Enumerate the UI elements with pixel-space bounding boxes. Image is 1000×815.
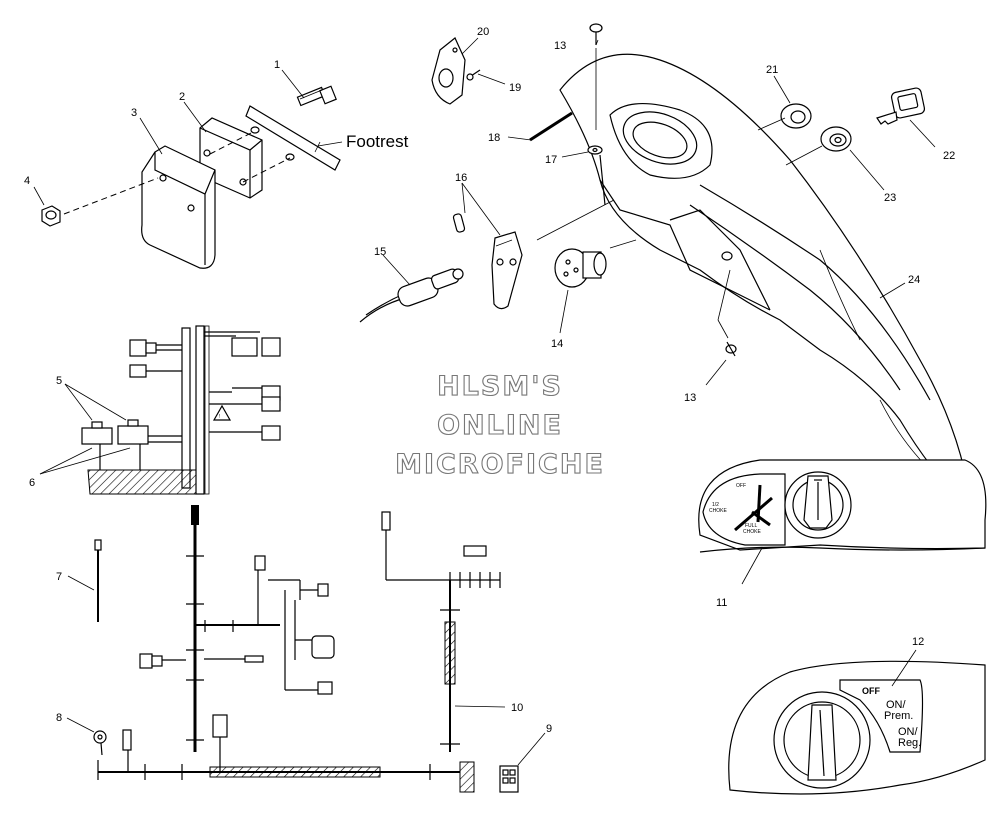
half-choke-label-line2: CHOKE <box>709 508 727 514</box>
key-on-reg-label-line2: Reg. <box>898 737 921 749</box>
rod-part-18 <box>529 111 573 142</box>
callout-4: 4 <box>24 175 30 187</box>
callout-8: 8 <box>56 712 62 724</box>
callout-14: 14 <box>551 338 563 350</box>
bolt-part-1 <box>296 85 337 107</box>
full-choke-label-line2: CHOKE <box>743 529 761 535</box>
callout-13-top: 13 <box>554 40 566 52</box>
grommet-part-23 <box>820 126 852 152</box>
screw-part-13-top <box>589 23 603 45</box>
half-choke-label-line1: 1/2 <box>712 502 719 508</box>
key-part-22 <box>876 87 926 125</box>
callout-15: 15 <box>374 246 386 258</box>
choke-cable-part-15 <box>359 268 464 323</box>
key-on-reg-label-line1: ON/ <box>898 726 919 738</box>
full-choke-label-line1: FULL <box>745 523 757 529</box>
grommet-part-21 <box>780 103 812 129</box>
callout-21: 21 <box>766 64 778 76</box>
callout-9: 9 <box>546 723 552 735</box>
choke-lever-part-16 <box>491 231 523 310</box>
ignition-switch-part-14 <box>554 248 607 288</box>
callout-24: 24 <box>908 274 920 286</box>
choke-panel-detail: OFF 1/2 CHOKE FULL CHOKE <box>698 459 987 585</box>
washer-part-17 <box>587 145 603 155</box>
screw-part-19 <box>466 69 481 81</box>
key-off-label: OFF <box>862 686 880 696</box>
callout-1: 1 <box>274 59 280 71</box>
footrest-label: Footrest <box>346 132 409 151</box>
ring-terminal-part-8 <box>93 730 107 756</box>
callout-20: 20 <box>477 26 489 38</box>
switch-parts <box>359 182 607 334</box>
mud-flap-part-3 <box>141 145 216 269</box>
connector-part-9 <box>499 765 519 793</box>
key-switch-detail: OFF ON/ Prem. ON/ Reg. <box>728 649 986 795</box>
callout-23: 23 <box>884 192 896 204</box>
cable-tie-part-7 <box>94 539 102 622</box>
callout-6: 6 <box>29 477 35 489</box>
callout-11: 11 <box>716 597 727 609</box>
nut-part-4 <box>41 205 61 227</box>
callout-5: 5 <box>56 375 62 387</box>
footrest-assembly <box>33 69 343 269</box>
bracket-part-20 <box>431 37 466 105</box>
footrest-plate <box>245 105 341 171</box>
callout-22: 22 <box>943 150 955 162</box>
callout-2: 2 <box>179 91 185 103</box>
key-on-prem-label-line2: Prem. <box>884 710 913 722</box>
callout-10: 10 <box>511 702 523 714</box>
callout-18: 18 <box>488 132 500 144</box>
callout-17: 17 <box>545 154 557 166</box>
wiring-harness: ! <box>39 325 546 793</box>
callout-12: 12 <box>912 636 924 648</box>
callout-3: 3 <box>131 107 137 119</box>
callout-16: 16 <box>455 172 467 184</box>
screw-part-13-bottom <box>725 341 737 357</box>
callout-19: 19 <box>509 82 521 94</box>
callout-13-bottom: 13 <box>684 392 696 404</box>
callout-7: 7 <box>56 571 62 583</box>
svg-text:!: ! <box>219 414 220 420</box>
watermark: HLSM'S ONLINE MICROFICHE <box>395 370 605 480</box>
watermark-line-2: ONLINE <box>437 410 563 441</box>
key-on-prem-label-line1: ON/ <box>886 699 907 711</box>
choke-off-label: OFF <box>736 483 746 489</box>
watermark-line-1: HLSM'S <box>437 371 563 402</box>
handlebar-pod-assembly <box>431 23 971 506</box>
watermark-line-3: MICROFICHE <box>395 449 605 480</box>
